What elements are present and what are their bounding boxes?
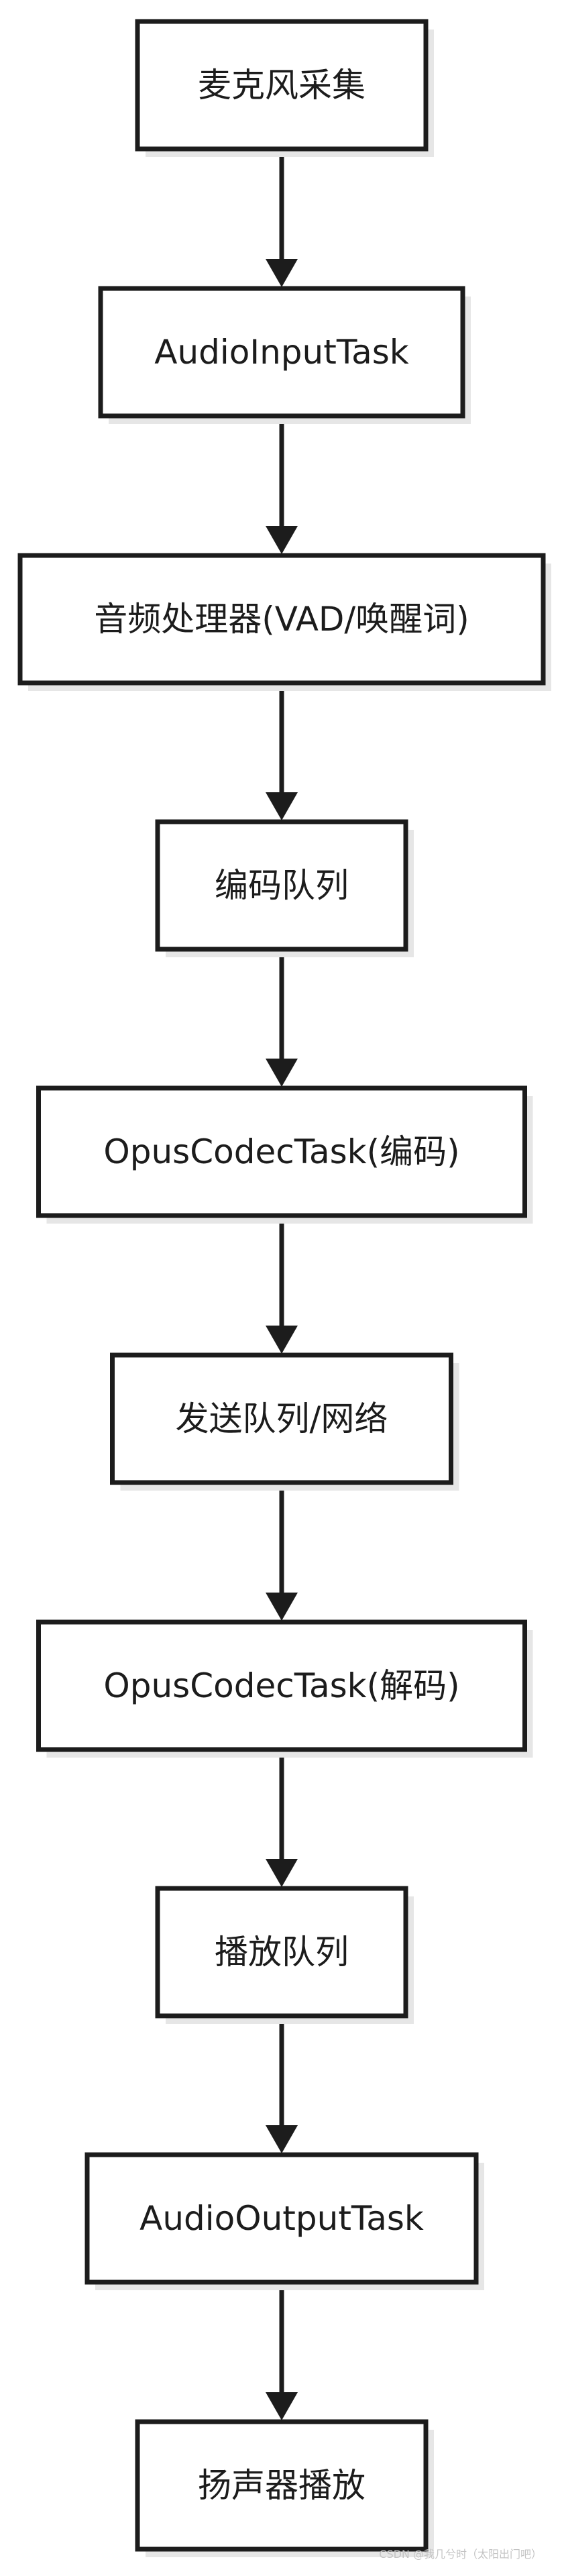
node-label: OpusCodecTask(解码)	[103, 1666, 459, 1705]
node-audio-input-task: AudioInputTask	[98, 286, 471, 424]
node-send-queue: 发送队列/网络	[110, 1352, 459, 1491]
arrow-audio-input-task-to-audio-processor	[266, 416, 298, 554]
arrow-audio-output-task-to-speaker	[266, 2282, 298, 2420]
node-box	[155, 1886, 408, 2019]
node-box	[36, 1619, 527, 1752]
node-box	[135, 2419, 429, 2552]
watermark: CSDN @我几兮时（太阳出门吧）	[379, 2548, 542, 2561]
node-label: 播放队列	[215, 1933, 349, 1972]
node-speaker: 扬声器播放	[135, 2419, 434, 2557]
arrow-head	[266, 259, 298, 287]
node-mic: 麦克风采集	[135, 19, 434, 157]
node-label: AudioInputTask	[154, 333, 409, 372]
arrow-head	[266, 1326, 298, 1354]
node-box	[36, 1085, 527, 1218]
arrow-head	[266, 1859, 298, 1887]
node-encode-queue: 编码队列	[155, 819, 414, 957]
arrow-playback-queue-to-audio-output-task	[266, 2016, 298, 2153]
node-label: 音频处理器(VAD/唤醒词)	[94, 600, 469, 639]
node-label: AudioOutputTask	[139, 2199, 424, 2238]
node-label: OpusCodecTask(编码)	[103, 1132, 459, 1171]
arrow-head	[266, 1593, 298, 1621]
edges-layer	[266, 149, 298, 2420]
node-audio-output-task: AudioOutputTask	[85, 2152, 484, 2290]
arrow-audio-processor-to-encode-queue	[266, 683, 298, 820]
node-box	[135, 19, 429, 152]
arrow-opus-decode-to-playback-queue	[266, 1750, 298, 1887]
node-label: 扬声器播放	[198, 2466, 366, 2505]
node-box	[85, 2152, 479, 2285]
arrow-head	[266, 526, 298, 554]
arrow-mic-to-audio-input-task	[266, 149, 298, 287]
node-label: 编码队列	[215, 866, 349, 905]
node-audio-processor: 音频处理器(VAD/唤醒词)	[17, 553, 551, 691]
arrow-head	[266, 2125, 298, 2153]
node-playback-queue: 播放队列	[155, 1886, 414, 2024]
arrow-encode-queue-to-opus-encode	[266, 949, 298, 1087]
node-box	[98, 286, 465, 419]
node-box	[110, 1352, 453, 1485]
node-box	[17, 553, 546, 686]
arrow-opus-encode-to-send-queue	[266, 1216, 298, 1354]
arrow-head	[266, 1059, 298, 1087]
node-label: 发送队列/网络	[176, 1399, 388, 1438]
arrow-send-queue-to-opus-decode	[266, 1483, 298, 1621]
arrow-head	[266, 792, 298, 820]
node-opus-decode: OpusCodecTask(解码)	[36, 1619, 533, 1758]
node-opus-encode: OpusCodecTask(编码)	[36, 1085, 533, 1224]
nodes-layer: 麦克风采集 AudioInputTask 音频处理器(VAD/唤醒词) 编码队列 Opu…	[17, 19, 551, 2557]
node-label: 麦克风采集	[198, 66, 366, 105]
node-box	[155, 819, 408, 952]
arrow-head	[266, 2392, 298, 2420]
